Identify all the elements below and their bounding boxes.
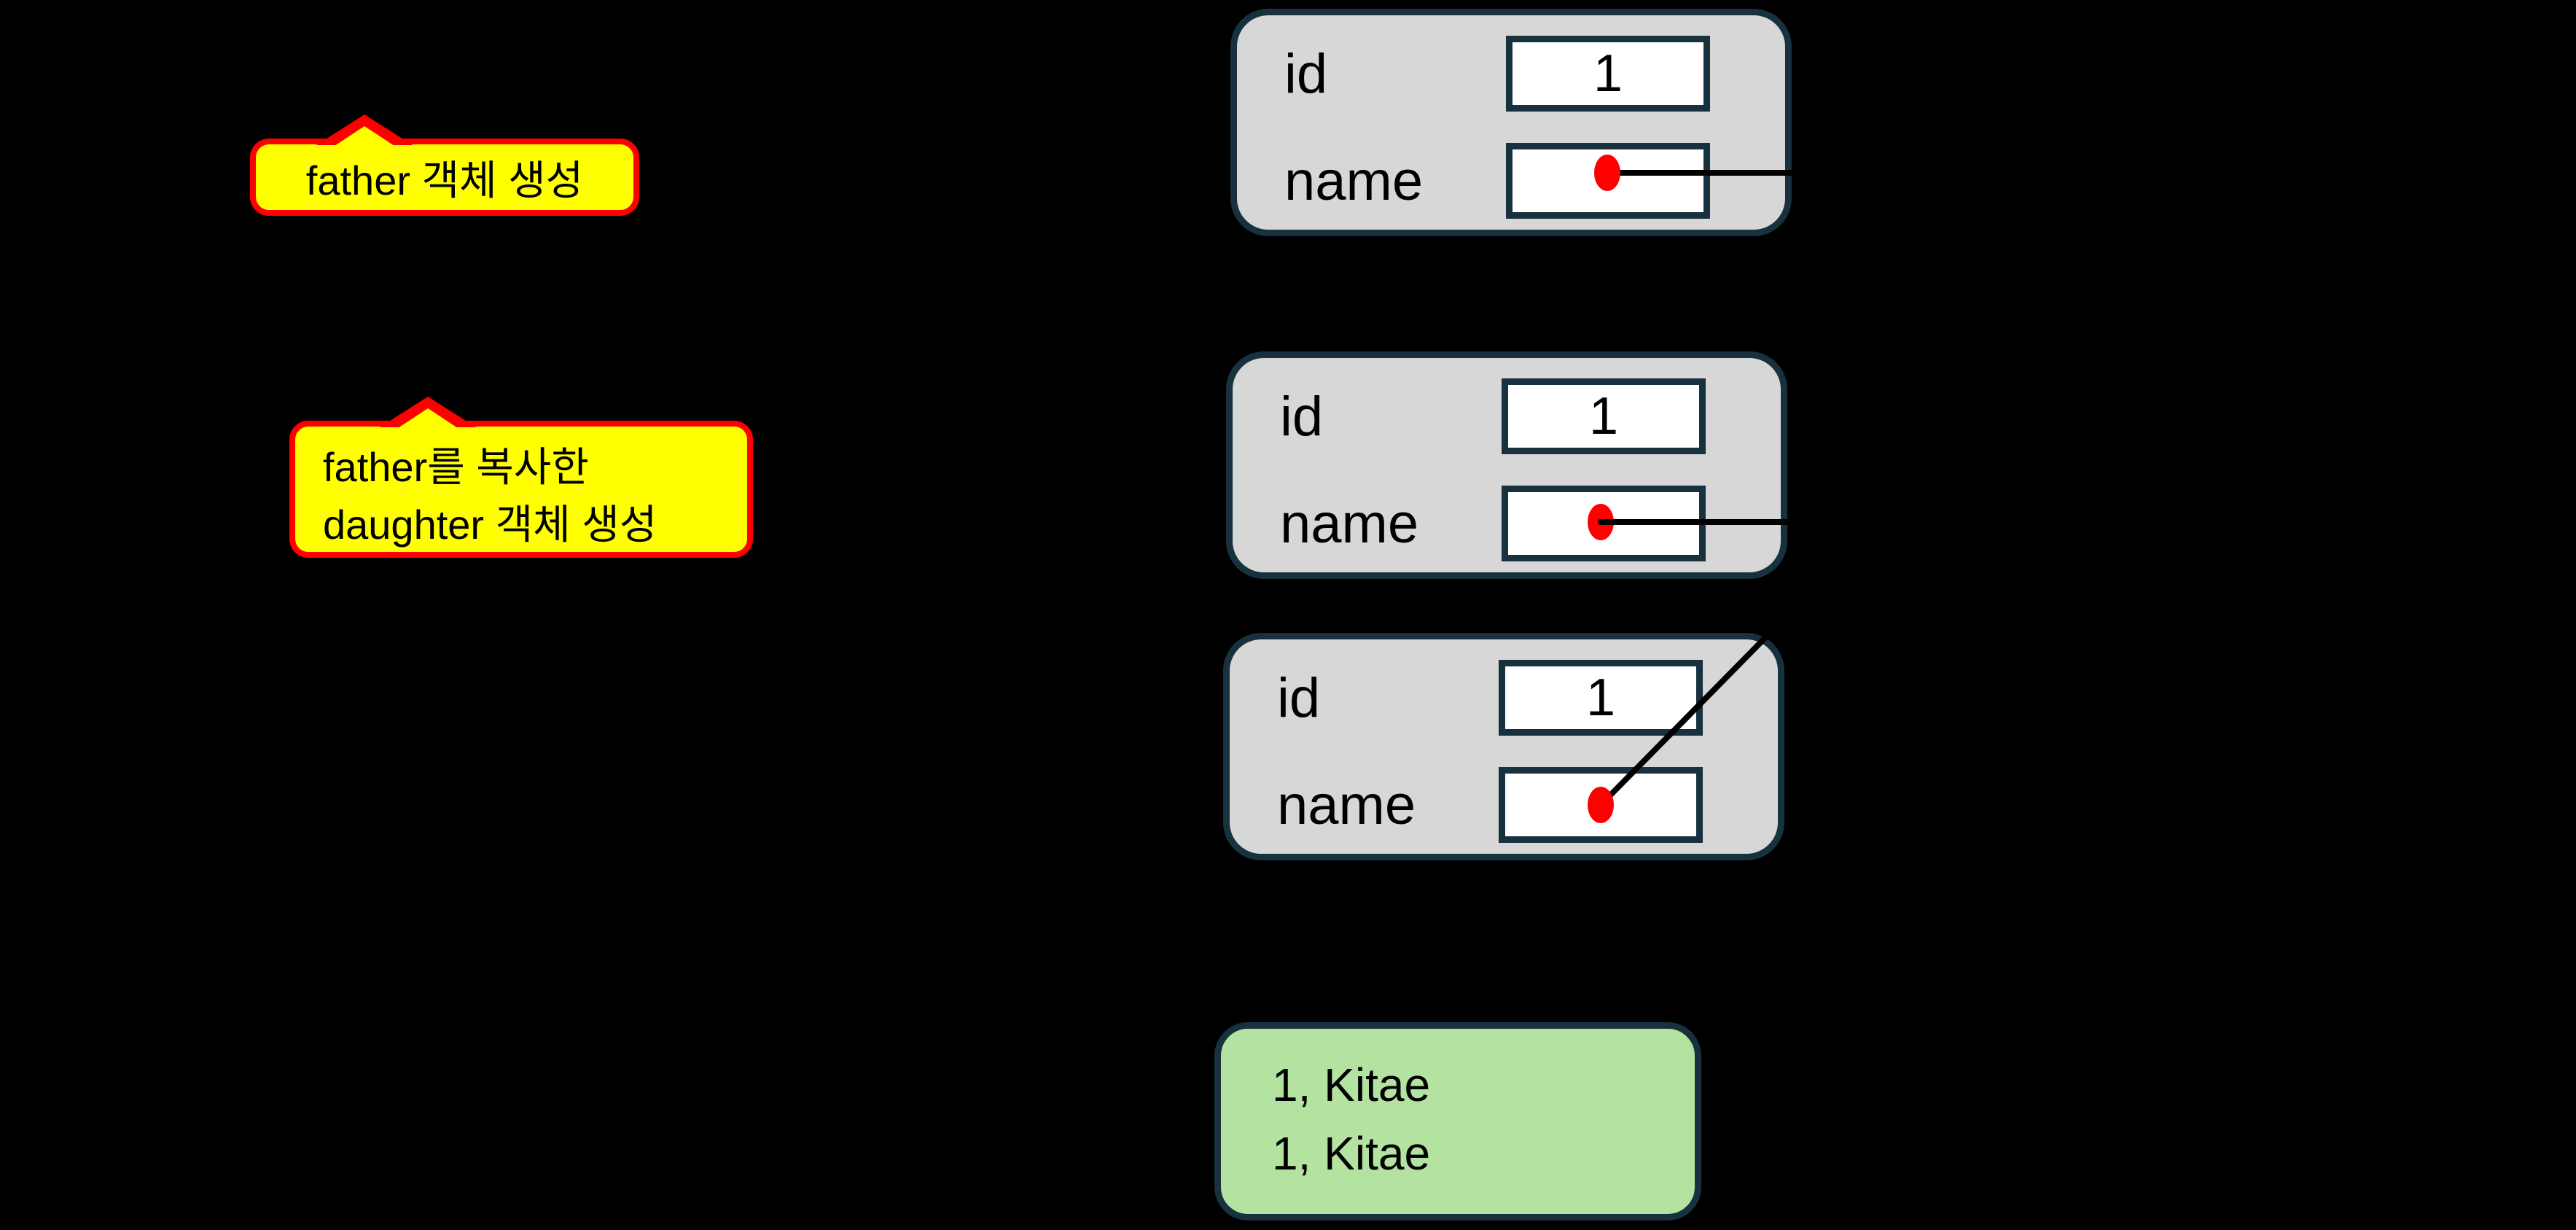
name-pointer-cell	[1506, 143, 1710, 219]
bubble-text: father 객체 생성	[305, 157, 584, 203]
speech-bubble-daughter-copied: father를 복사한 daughter 객체 생성	[289, 397, 753, 558]
id-value-cell: 1	[1499, 660, 1703, 736]
field-label-id: id	[1277, 666, 1321, 729]
id-value: 1	[1585, 669, 1616, 727]
id-value: 1	[1588, 387, 1619, 445]
field-label-name: name	[1284, 149, 1424, 212]
output-line: 1, Kitae	[1272, 1059, 1431, 1111]
speech-bubble-father-created: father 객체 생성	[250, 114, 639, 216]
bubble-text-line1: father를 복사한	[323, 444, 589, 490]
id-value-cell: 1	[1506, 36, 1710, 112]
field-label-name: name	[1277, 774, 1416, 836]
object-box-father: id 1 name	[1226, 351, 1787, 579]
output-line: 1, Kitae	[1272, 1127, 1431, 1180]
bubble-tail-fill	[391, 408, 464, 432]
name-pointer-cell	[1502, 486, 1706, 561]
bubble-tail-fill	[328, 126, 401, 150]
object-box-daughter: id 1 name	[1223, 633, 1784, 860]
field-label-id: id	[1284, 42, 1328, 105]
name-pointer-cell	[1499, 767, 1703, 843]
field-label-id: id	[1280, 385, 1324, 448]
bubble-text-line2: daughter 객체 생성	[323, 502, 657, 548]
id-value: 1	[1593, 44, 1623, 103]
id-value-cell: 1	[1502, 378, 1706, 454]
object-box-father-initial: id 1 name	[1230, 9, 1792, 236]
field-label-name: name	[1280, 492, 1419, 555]
console-output-box: 1, Kitae 1, Kitae	[1214, 1022, 1701, 1221]
